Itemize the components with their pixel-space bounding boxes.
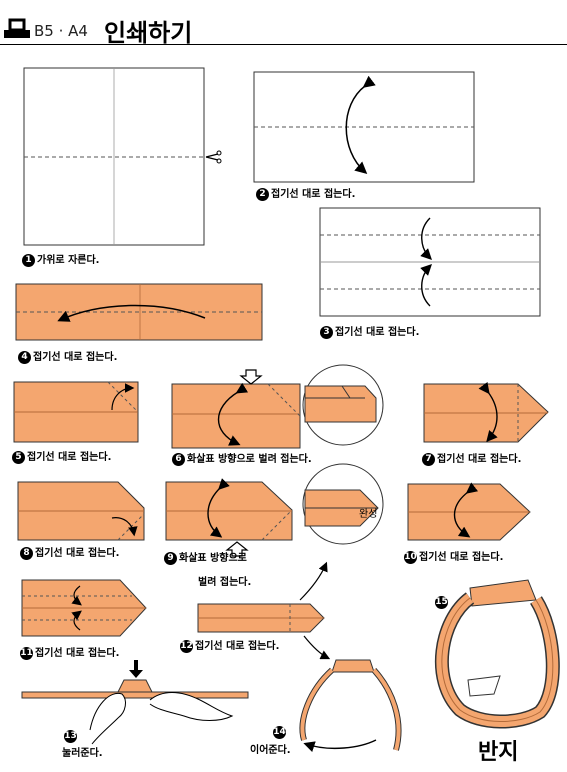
step6-strip (171, 364, 384, 449)
step8-strip (17, 481, 145, 541)
zoom-label: 완성 (359, 509, 378, 520)
step9-strip (165, 463, 384, 557)
print-size-label: B5 · A4 (34, 22, 88, 40)
printer-icon (4, 18, 30, 38)
step7-strip (423, 381, 549, 443)
step14-label: 이어준다. (250, 745, 291, 756)
hand-icon (89, 692, 126, 745)
hollow-up-arrow-icon (225, 541, 249, 557)
header-divider (0, 44, 567, 45)
step13-number: 13 (64, 730, 77, 743)
hand-icon (149, 692, 234, 721)
step1-sheet (23, 67, 222, 246)
step10-strip (407, 482, 531, 541)
step2-sheet (253, 71, 475, 183)
step12-strip (197, 561, 331, 660)
scissors-icon (205, 150, 222, 164)
hollow-down-arrow-icon (239, 369, 263, 385)
step4-strip (15, 283, 263, 341)
step15-ring-final (434, 579, 560, 729)
step14-number: 14 (273, 726, 286, 739)
page-title: 인쇄하기 (104, 19, 193, 47)
step13-illustration (21, 660, 249, 745)
step11-strip (21, 579, 147, 637)
step9-label-line2: 벌려 접는다. (198, 577, 252, 588)
step14-ring-open (299, 659, 402, 752)
step13-label: 눌러준다. (62, 748, 103, 759)
final-title: 반지 (478, 740, 519, 765)
step5-strip (13, 381, 139, 443)
step3-sheet (319, 207, 541, 317)
step15-number: 15 (435, 596, 448, 609)
